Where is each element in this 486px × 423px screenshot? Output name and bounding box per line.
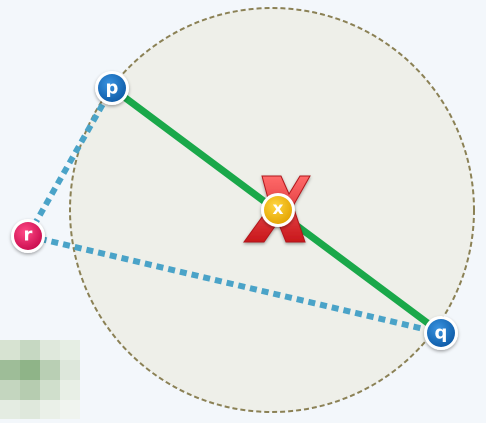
- dotted-link-r-q: [27, 233, 442, 336]
- node-q-label: q: [435, 323, 448, 344]
- node-x-label: x: [273, 199, 284, 219]
- node-r-label: r: [24, 225, 33, 246]
- node-p-label: p: [106, 78, 119, 99]
- node-r[interactable]: r: [11, 219, 45, 253]
- node-x[interactable]: x: [261, 193, 295, 227]
- pixelated-thumbnail: [0, 340, 80, 419]
- dotted-link-r-p: [25, 86, 115, 238]
- node-q[interactable]: q: [424, 316, 458, 350]
- node-p[interactable]: p: [95, 71, 129, 105]
